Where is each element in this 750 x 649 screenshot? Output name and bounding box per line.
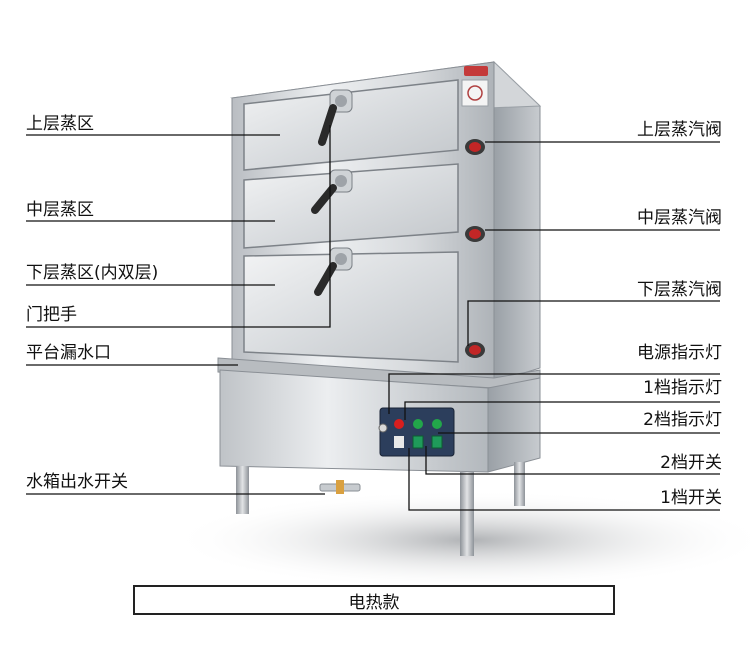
label-platform-drain: 平台漏水口 bbox=[26, 343, 111, 363]
control-panel bbox=[378, 407, 455, 457]
caption-text: 电热款 bbox=[348, 592, 400, 613]
label-upper-steam-zone: 上层蒸区 bbox=[26, 114, 94, 134]
lower-door bbox=[243, 251, 459, 363]
label-lower-steam-valve: 下层蒸汽阀 bbox=[637, 280, 722, 300]
label-level2-switch: 2档开关 bbox=[660, 453, 722, 473]
label-door-handle: 门把手 bbox=[26, 305, 77, 325]
lower-steam-valve-knob bbox=[465, 342, 485, 358]
label-upper-steam-valve: 上层蒸汽阀 bbox=[637, 120, 722, 140]
label-middle-steam-zone: 中层蒸区 bbox=[26, 200, 94, 220]
thermostat-knob bbox=[378, 423, 388, 433]
label-power-indicator: 电源指示灯 bbox=[637, 343, 722, 363]
power-indicator-lamp bbox=[394, 419, 404, 429]
nameplate-dial bbox=[467, 85, 483, 101]
brand-badge bbox=[464, 66, 488, 76]
base-side-panel bbox=[487, 377, 541, 473]
level2-indicator-lamp bbox=[432, 419, 442, 429]
level1-switch-button bbox=[412, 435, 424, 449]
label-level1-indicator: 1档指示灯 bbox=[643, 378, 722, 398]
cabinet-side-panel bbox=[493, 60, 541, 383]
upper-steam-valve-knob bbox=[465, 139, 485, 155]
label-lower-steam-zone: 下层蒸区(内双层) bbox=[26, 263, 159, 283]
leg-back-right bbox=[514, 462, 525, 506]
caption-box: 电热款 bbox=[133, 585, 615, 615]
level2-switch-button bbox=[431, 435, 443, 449]
upper-door-handle bbox=[318, 89, 353, 146]
leader-lines bbox=[26, 125, 720, 511]
label-level1-switch: 1档开关 bbox=[660, 488, 722, 508]
middle-steam-valve-knob bbox=[465, 226, 485, 242]
level1-indicator-lamp bbox=[413, 419, 423, 429]
leg-front-left bbox=[236, 466, 249, 514]
leg-front-right bbox=[460, 472, 474, 556]
water-tank-outlet-valve bbox=[319, 480, 361, 494]
label-level2-indicator: 2档指示灯 bbox=[643, 410, 722, 430]
upper-door bbox=[243, 79, 459, 171]
label-middle-steam-valve: 中层蒸汽阀 bbox=[637, 208, 722, 228]
nameplate bbox=[461, 79, 489, 107]
middle-door bbox=[243, 163, 459, 249]
power-switch bbox=[394, 436, 404, 448]
label-water-tank-outlet-switch: 水箱出水开关 bbox=[26, 472, 128, 492]
